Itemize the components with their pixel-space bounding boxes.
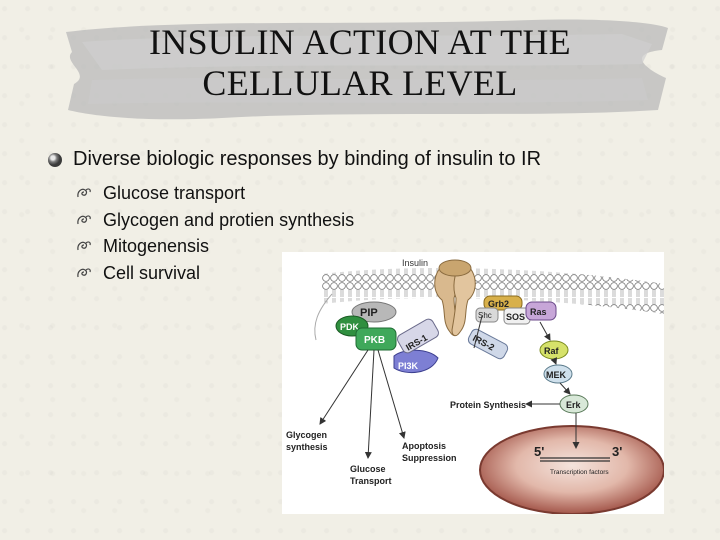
slide-title: INSULIN ACTION AT THE CELLULAR LEVEL: [149, 22, 571, 103]
raf-node: Raf: [539, 340, 569, 360]
mek-label: MEK: [546, 370, 567, 380]
pi3k-label: PI3K: [398, 361, 419, 371]
ras-node: Ras: [525, 301, 557, 321]
glycogen-label-1: Glycogen: [286, 430, 327, 440]
glucose-label-1: Glucose: [350, 464, 386, 474]
pathway-arrows: [319, 315, 580, 459]
glycogen-label-2: synthesis: [286, 442, 328, 452]
sub-bullet-text: Glucose transport: [103, 183, 246, 203]
pip-label: PIP: [360, 307, 378, 319]
swirl-bullet-icon: [77, 267, 91, 277]
erk-node: Erk: [559, 394, 589, 414]
raf-label: Raf: [544, 346, 560, 356]
five-prime-label: 5': [534, 444, 544, 459]
mek-node: MEK: [543, 364, 573, 384]
protein-synthesis-label: Protein Synthesis: [450, 400, 526, 410]
title-brush-stroke: [66, 19, 668, 120]
round-bullet-icon: [48, 153, 62, 167]
sub-bullet-text: Glycogen and protien synthesis: [103, 209, 355, 230]
pdk-label: PDK: [340, 322, 360, 332]
apoptosis-label-2: Suppression: [402, 453, 457, 463]
sub-bullet-text: Cell survival: [103, 262, 201, 283]
apoptosis-label-1: Apoptosis: [402, 441, 446, 451]
cell-membrane: [322, 268, 664, 314]
sos-label: SOS: [506, 312, 525, 322]
sub-bullet-text: Mitogenensis: [103, 236, 210, 256]
insulin-signaling-diagram: Insulin PIP PDK PKB PI3K IRS-1 IRS-2 Grb…: [282, 252, 664, 514]
three-prime-label: 3': [612, 444, 622, 459]
nucleus: 5' 3' Transcription factors: [479, 425, 664, 514]
ras-label: Ras: [530, 307, 547, 317]
insulin-receptor: [434, 259, 476, 337]
pkb-label: PKB: [364, 335, 385, 346]
irs2-node: IRS-2: [467, 328, 509, 360]
insulin-label: Insulin: [402, 258, 428, 268]
grb2-label: Grb2: [488, 299, 509, 309]
pkb-node: PKB: [355, 327, 397, 351]
swirl-bullet-icon: [77, 188, 91, 198]
shc-node: Shc: [475, 307, 499, 323]
transcription-factors-label: Transcription factors: [550, 469, 609, 476]
pip-node: PIP: [351, 301, 397, 323]
shc-label: Shc: [478, 311, 492, 320]
main-bullet-text: Diverse biologic responses by binding of…: [73, 148, 542, 170]
swirl-bullet-icon: [77, 241, 91, 251]
glucose-label-2: Transport: [350, 476, 392, 486]
swirl-bullet-icon: [77, 214, 91, 224]
erk-label: Erk: [566, 400, 582, 410]
grb2-node: Grb2: [483, 295, 523, 311]
